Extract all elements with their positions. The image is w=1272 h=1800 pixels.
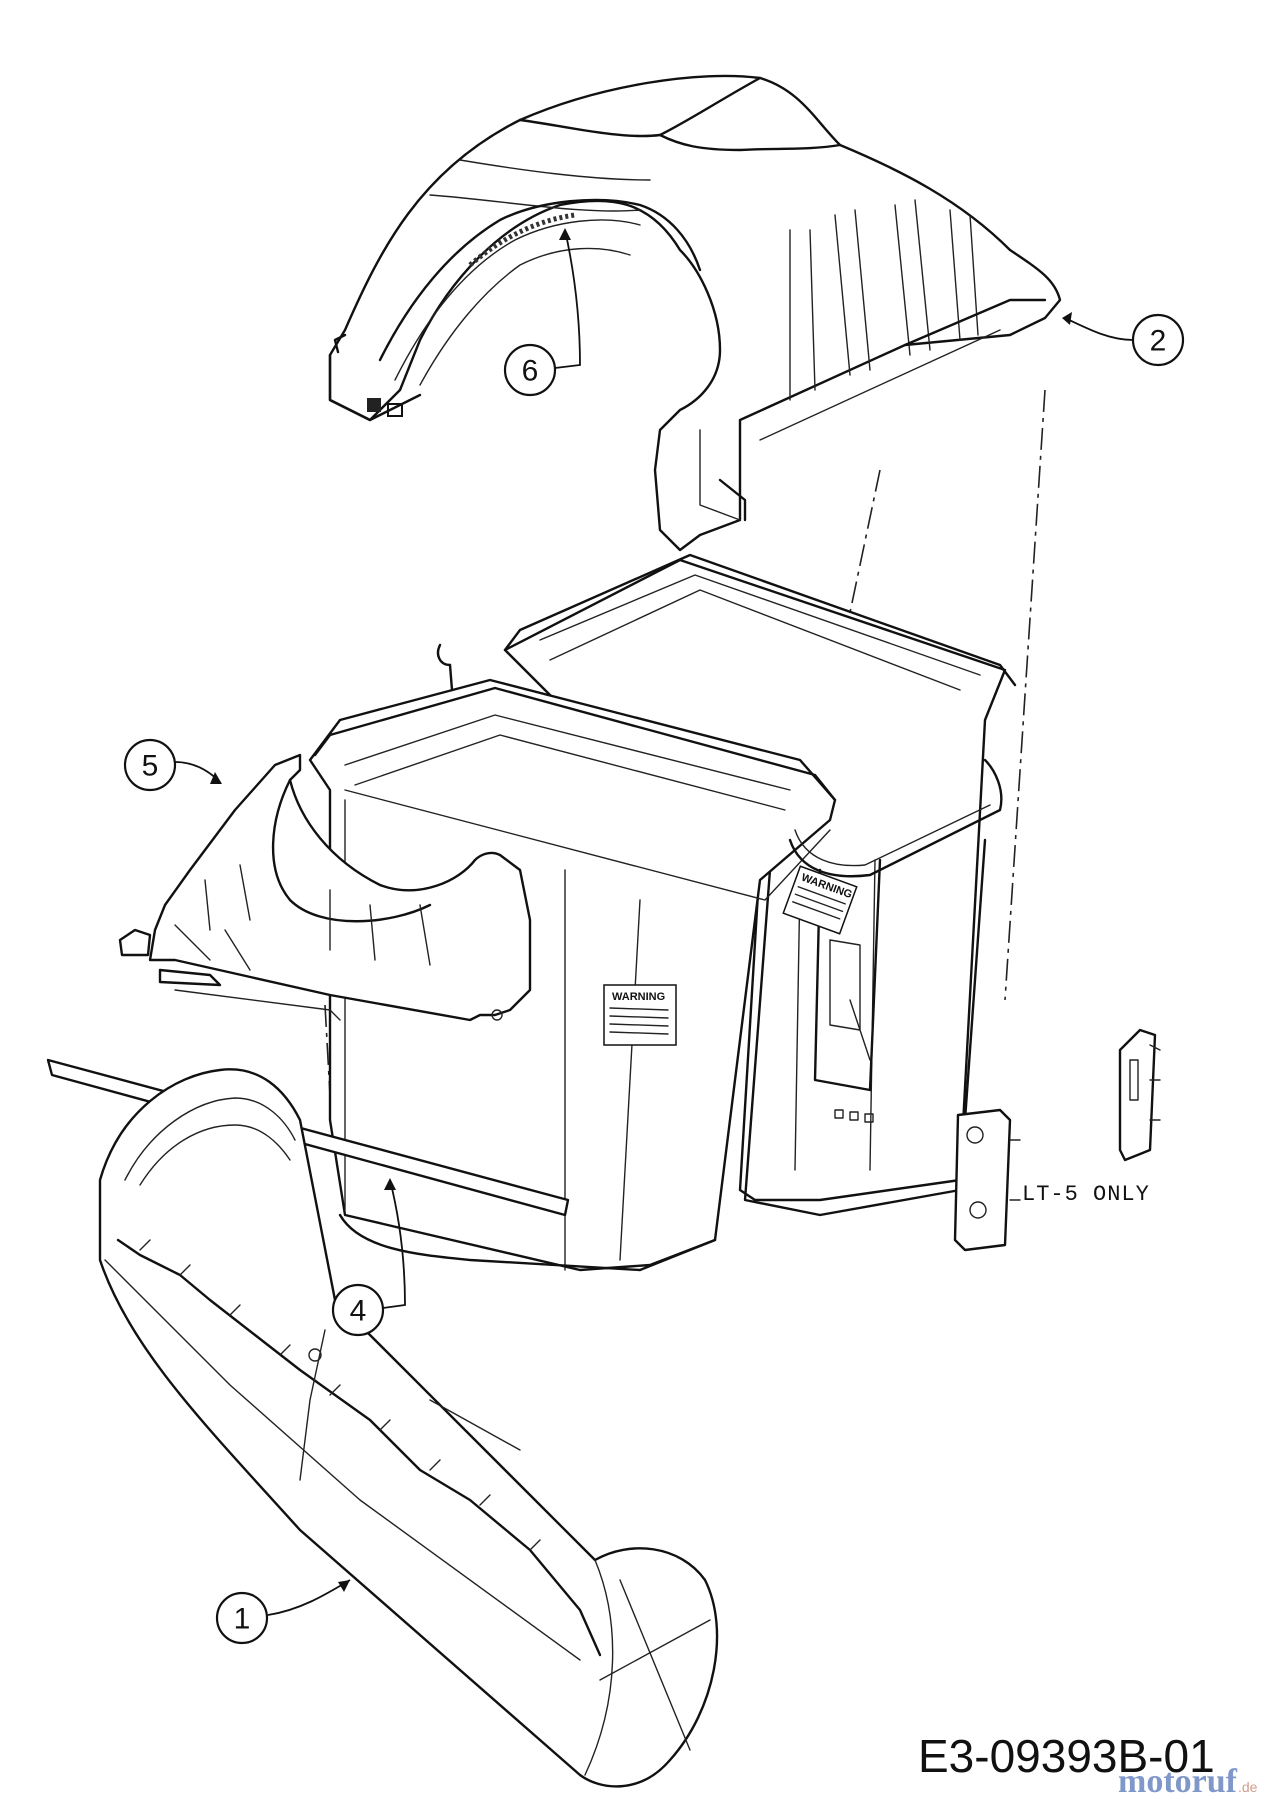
warning-label-front: WARNING (612, 991, 665, 1003)
callout-4: 4 (331, 1178, 406, 1337)
callout-2-label: 2 (1150, 325, 1167, 358)
callout-4-label: 4 (350, 1295, 367, 1328)
bag-cover-part-2 (328, 74, 1062, 552)
bracket-set-lt5 (953, 1028, 1161, 1252)
discharge-tube-part-1 (98, 1068, 719, 1788)
watermark-logo: motoruf .de (1118, 1763, 1258, 1800)
callout-1-label: 1 (234, 1603, 251, 1636)
callout-6-label: 6 (522, 355, 539, 388)
watermark-suffix: .de (1238, 1779, 1258, 1795)
callout-1: 1 (215, 1579, 351, 1645)
lt5-only-note: LT-5 ONLY (1022, 1182, 1150, 1207)
watermark-name: motoruf (1118, 1763, 1238, 1800)
deflector-part-5 (118, 753, 532, 1022)
grass-bags: WARNING WARNING (308, 553, 1017, 1272)
drawing-number: E3-09393B-01 (918, 1730, 1215, 1782)
callout-2: 2 (1062, 312, 1185, 367)
callout-5: 5 (123, 738, 222, 792)
callout-6: 6 (503, 228, 581, 397)
callout-5-label: 5 (142, 750, 159, 783)
